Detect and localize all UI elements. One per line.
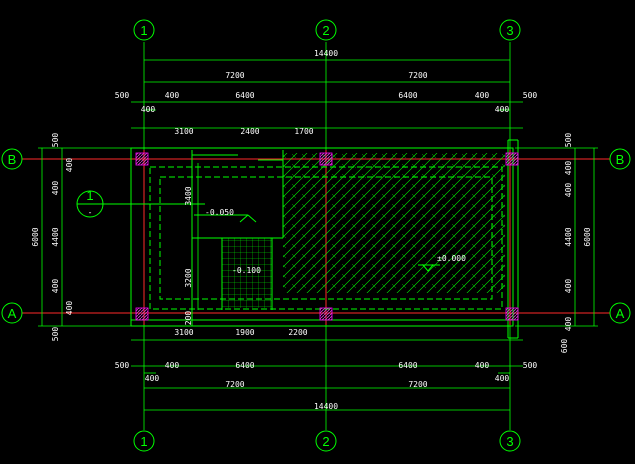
grid-bubble-A-right[interactable]: A [609,302,631,324]
dim-bottom-seg: 400 [475,361,490,370]
dim-right-seg: 500 [564,133,573,148]
level-marker-right [418,264,440,272]
dim-right-total: 6000 [583,227,592,246]
dim-left-seg: 400 [51,181,60,196]
dim-half-right-top: 7200 [408,71,427,80]
dim-lower-room: 1900 [235,328,254,337]
dim-inner-vertical: 3200 [184,268,193,287]
dim-left-seg: 400 [65,158,74,173]
dim-overall-top: 14400 [314,49,338,58]
section-marker-number: 1 [86,188,93,203]
grid-bubble-label: B [616,152,625,167]
grid-bubble-B-right[interactable]: B [609,148,631,170]
dim-bottom-seg: 400 [165,361,180,370]
section-marker[interactable]: 1 - [76,188,205,218]
grid-bubble-2-top[interactable]: 2 [315,19,337,41]
column-A2 [319,307,333,321]
grid-bubble-label: 3 [506,23,513,38]
level-lower-left: -0.100 [232,266,261,275]
grid-bubble-label: 2 [322,23,329,38]
grid-bubble-1-top[interactable]: 1 [133,19,155,41]
dim-inner-vertical: 3400 [184,186,193,205]
grid-bubble-A-left[interactable]: A [1,302,23,324]
dim-top-seg: 500 [115,91,130,100]
columns [135,152,519,321]
dim-right-seg: 400 [564,279,573,294]
dim-upper-room: 1700 [294,127,313,136]
dim-bottom-seg: 500 [115,361,130,370]
grid-bubbles: 1 2 3 1 2 3 B A [1,19,631,452]
dim-right-seg: 400 [564,183,573,198]
dim-top-seg: 400 [165,91,180,100]
level-upper-left: -0.050 [205,208,234,217]
grid-bubble-3-top[interactable]: 3 [499,19,521,41]
level-right: ±0.000 [437,254,466,263]
grid-bubble-label: 2 [322,434,329,449]
dim-half-left-bottom: 7200 [225,380,244,389]
dim-top-seg: 500 [523,91,538,100]
dim-right-seg: 400 [564,317,573,332]
dim-bottom-seg: 6400 [235,361,254,370]
dim-upper-room: 2400 [240,127,259,136]
grid-bubble-label: A [616,306,625,321]
dim-lower-room: 2200 [288,328,307,337]
dim-bottom-small: 400 [145,374,160,383]
dim-bottom-seg: 500 [523,361,538,370]
dim-inner-vertical: 200 [184,311,193,326]
dim-right-seg: 4400 [564,227,573,246]
column-B3 [505,152,519,166]
column-A1 [135,307,149,321]
grid-bubble-1-bottom[interactable]: 1 [133,430,155,452]
dimension-text: 14400 7200 7200 500 400 6400 6400 400 50… [31,49,592,411]
grid-bubble-label: 1 [140,23,147,38]
dim-left-seg: 4400 [51,227,60,246]
floor-hatch-areas [222,153,505,308]
dim-half-right-bottom: 7200 [408,380,427,389]
dim-left-total: 6000 [31,227,40,246]
dim-top-seg: 6400 [235,91,254,100]
dimension-lines [38,59,598,411]
floor-hatch-lower-left [222,238,272,308]
grid-bubble-label: 1 [140,434,147,449]
grid-bubble-label: 3 [506,434,513,449]
dim-right-seg: 600 [560,339,569,354]
floor-hatch-right [283,153,505,293]
dim-lower-room: 3100 [174,328,193,337]
column-B2 [319,152,333,166]
dim-left-seg: 500 [51,133,60,148]
dim-top-seg: 6400 [398,91,417,100]
dim-left-seg: 400 [51,279,60,294]
grid-bubble-label: A [8,306,17,321]
dim-right-seg: 400 [564,161,573,176]
column-A3 [505,307,519,321]
dim-upper-room: 3100 [174,127,193,136]
dim-top-small: 400 [495,105,510,114]
dim-bottom-small: 400 [495,374,510,383]
dim-bottom-seg: 6400 [398,361,417,370]
dim-left-seg: 500 [51,327,60,342]
dim-left-seg: 400 [65,301,74,316]
grid-bubble-2-bottom[interactable]: 2 [315,430,337,452]
level-labels: -0.050 -0.100 ±0.000 [205,208,466,275]
dim-half-left-top: 7200 [225,71,244,80]
section-marker-sub: - [88,208,93,217]
dim-overall-bottom: 14400 [314,402,338,411]
grid-bubble-label: B [8,152,17,167]
grid-bubble-3-bottom[interactable]: 3 [499,430,521,452]
dim-top-small: 400 [141,105,156,114]
column-B1 [135,152,149,166]
dim-top-seg: 400 [475,91,490,100]
grid-bubble-B-left[interactable]: B [1,148,23,170]
